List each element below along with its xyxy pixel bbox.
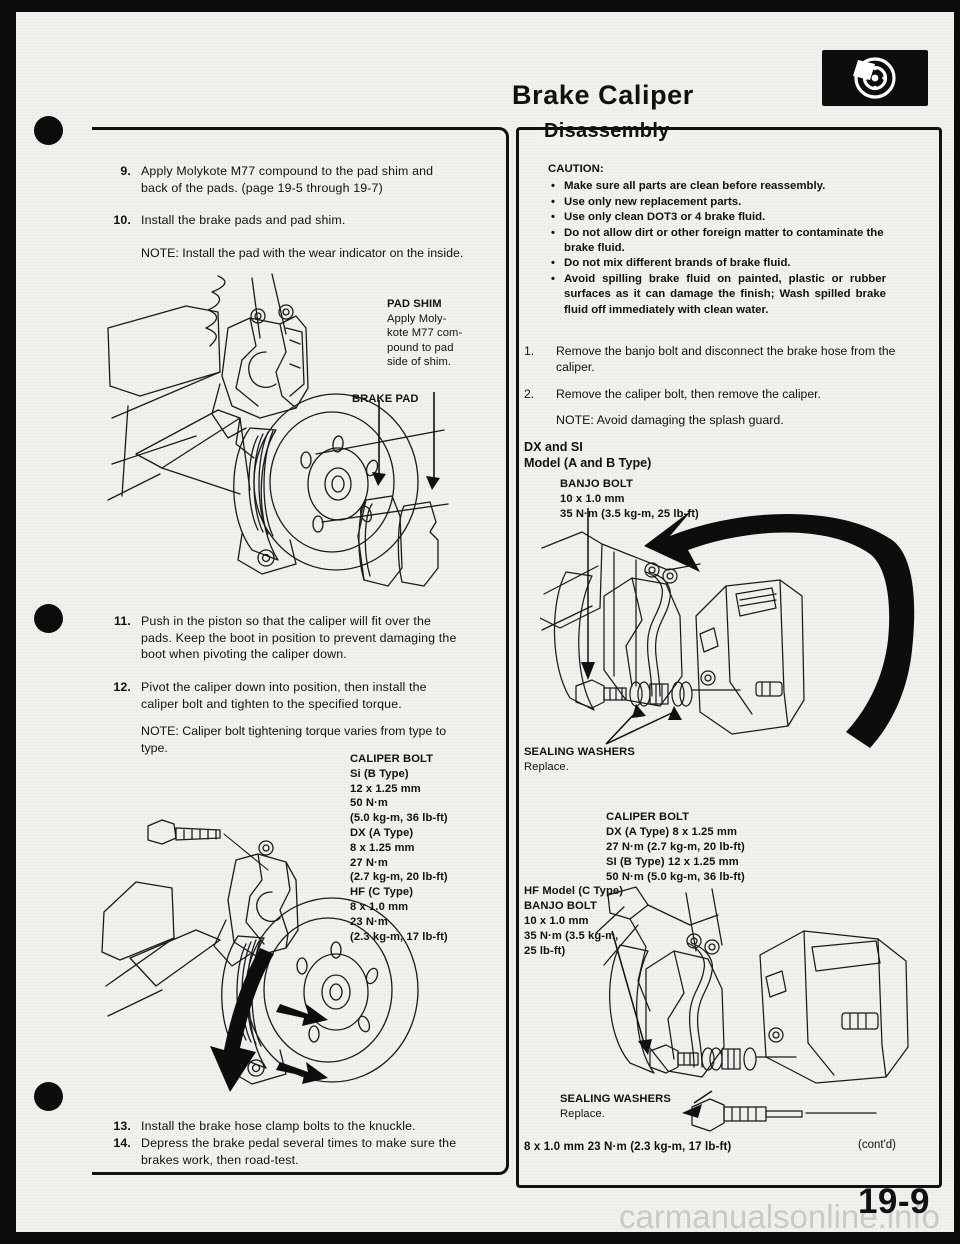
- model-heading-c: HF Model (C Type): [524, 885, 624, 897]
- caution-list: Make sure all parts are clean before rea…: [548, 179, 930, 318]
- disassembly-step-1-number: 1.: [524, 344, 535, 358]
- step-13-number: 13.: [113, 1119, 131, 1133]
- callout-sealing-washers-1: SEALING WASHERS Replace.: [524, 745, 635, 775]
- step-11-number: 11.: [114, 614, 131, 628]
- callout-sealing-washers-2: SEALING WASHERS Replace.: [560, 1092, 671, 1122]
- step-14-text: Depress the brake pedal several times to…: [141, 1136, 457, 1167]
- step-9-text: Apply Molykote M77 compound to the pad s…: [141, 164, 434, 195]
- step-11: 11. Push in the piston so that the calip…: [105, 613, 465, 663]
- scan-edge-bottom: [0, 1232, 960, 1244]
- brake-rotor-icon: [822, 50, 928, 106]
- callout-pad-shim: PAD SHIM Apply Moly- kote M77 com- pound…: [387, 297, 507, 370]
- callout-banjo-bolt-ab-title: BANJO BOLT: [560, 478, 633, 490]
- left-column-frame: [92, 127, 509, 1175]
- caution-item: Use only clean DOT3 or 4 brake fluid.: [551, 210, 930, 226]
- disassembly-step-2: 2. Remove the caliper bolt, then remove …: [524, 386, 924, 402]
- callout-banjo-bolt-c-title: BANJO BOLT: [524, 900, 597, 912]
- callout-brake-pad: BRAKE PAD: [352, 393, 419, 405]
- callout-banjo-bolt-c: HF Model (C Type) BANJO BOLT 10 x 1.0 mm…: [524, 885, 624, 957]
- step-13-text: Install the brake hose clamp bolts to th…: [141, 1119, 416, 1133]
- disassembly-step-2-number: 2.: [524, 387, 535, 401]
- caution-item: Do not mix different brands of brake flu…: [551, 256, 930, 272]
- callout-caliper-bolt-right: CALIPER BOLT DX (A Type) 8 x 1.25 mm 27 …: [606, 811, 745, 883]
- step-10-number: 10.: [113, 213, 131, 227]
- binder-hole: [34, 604, 63, 633]
- step-12-text: Pivot the caliper down into position, th…: [141, 680, 427, 711]
- callout-sealing-washers-1-title: SEALING WASHERS: [524, 746, 635, 758]
- caution-heading: CAUTION:: [548, 163, 604, 175]
- caliper-pivot-illustration: [100, 800, 430, 1100]
- bottom-torque-spec: 8 x 1.0 mm 23 N·m (2.3 kg-m, 17 lb-ft): [524, 1140, 732, 1153]
- model-heading-ab: DX and SI Model (A and B Type): [524, 440, 652, 470]
- caliper-removal-illustration-c: [590, 885, 936, 1135]
- step-11-text: Push in the piston so that the caliper w…: [141, 614, 457, 661]
- brake-assembly-illustration: [100, 268, 460, 598]
- section-title: Disassembly: [536, 120, 678, 143]
- caution-item: Do not allow dirt or other foreign matte…: [551, 226, 904, 257]
- caliper-removal-illustration-ab: [540, 500, 936, 790]
- binder-hole: [34, 116, 63, 145]
- step-13: 13. Install the brake hose clamp bolts t…: [105, 1118, 475, 1135]
- disassembly-step-1: 1. Remove the banjo bolt and disconnect …: [524, 343, 924, 375]
- site-watermark: carmanualsonline.info: [618, 1198, 940, 1235]
- caution-item: Make sure all parts are clean before rea…: [551, 179, 930, 195]
- caution-block: CAUTION: Make sure all parts are clean b…: [548, 162, 930, 318]
- continued-label: (cont'd): [858, 1139, 896, 1151]
- step-14-number: 14.: [113, 1136, 131, 1150]
- step-12-number: 12.: [113, 680, 131, 694]
- step-9-number: 9.: [120, 164, 131, 178]
- step-10: 10. Install the brake pads and pad shim.: [105, 212, 457, 229]
- right-column-frame: [516, 127, 942, 1188]
- scan-edge-left: [0, 0, 16, 1244]
- note-wear-indicator: NOTE: Install the pad with the wear indi…: [141, 246, 464, 260]
- callout-pad-shim-text: Apply Moly- kote M77 com- pound to pad s…: [387, 312, 463, 369]
- callout-sealing-washers-1-sub: Replace.: [524, 761, 569, 773]
- callout-sealing-washers-2-sub: Replace.: [560, 1108, 605, 1120]
- note-splash-guard: NOTE: Avoid damaging the splash guard.: [556, 413, 784, 427]
- step-12: 12. Pivot the caliper down into position…: [105, 679, 465, 712]
- scan-edge-top: [0, 0, 960, 12]
- callout-banjo-bolt-ab: BANJO BOLT 10 x 1.0 mm 35 N·m (3.5 kg-m,…: [560, 478, 699, 520]
- scan-edge-right: [954, 0, 960, 1244]
- binder-hole: [34, 1082, 63, 1111]
- callout-caliper-bolt-title: CALIPER BOLT: [350, 753, 434, 765]
- callout-sealing-washers-2-title: SEALING WASHERS: [560, 1093, 671, 1105]
- step-10-text: Install the brake pads and pad shim.: [141, 213, 346, 227]
- callout-caliper-bolt-left: CALIPER BOLT Si (B Type) 12 x 1.25 mm 50…: [350, 753, 448, 943]
- step-9: 9. Apply Molykote M77 compound to the pa…: [105, 163, 457, 196]
- page-number: 19-9: [857, 1182, 930, 1221]
- caution-item: Avoid spilling brake fluid on painted, p…: [551, 272, 886, 318]
- disassembly-step-2-text: Remove the caliper bolt, then remove the…: [556, 387, 821, 401]
- callout-pad-shim-title: PAD SHIM: [387, 298, 442, 310]
- note-caliper-bolt-torque: NOTE: Caliper bolt tightening torque var…: [141, 724, 447, 755]
- caution-item: Use only new replacement parts.: [551, 195, 930, 211]
- callout-caliper-bolt-right-title: CALIPER BOLT: [606, 811, 690, 823]
- page-title: Brake Caliper: [512, 80, 694, 110]
- disassembly-step-1-text: Remove the banjo bolt and disconnect the…: [556, 344, 896, 375]
- step-14: 14. Depress the brake pedal several time…: [105, 1135, 475, 1168]
